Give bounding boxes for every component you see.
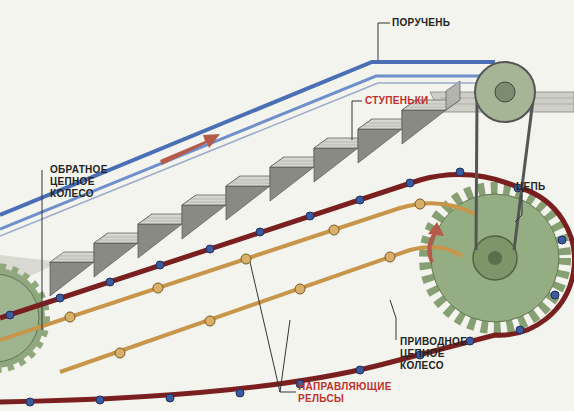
direction-arrow xyxy=(160,134,220,165)
leader-line xyxy=(378,23,390,60)
part-label: ПОРУЧЕНЬ xyxy=(392,17,482,29)
drive-belt xyxy=(514,100,533,250)
step-roller xyxy=(241,254,251,264)
step-roller xyxy=(329,225,339,235)
chain-roller xyxy=(166,394,174,402)
chain-roller xyxy=(466,337,474,345)
leader-line xyxy=(352,101,362,140)
step-roller xyxy=(385,252,395,262)
rotation-arrow-head xyxy=(428,222,444,236)
leader-lines xyxy=(42,23,522,392)
pulley-hub xyxy=(495,82,515,102)
step-roller xyxy=(115,348,125,358)
handrail xyxy=(0,62,495,215)
step-roller xyxy=(153,283,163,293)
chain-roller xyxy=(26,398,34,406)
rotation-arrow xyxy=(429,232,436,262)
rail-rollers xyxy=(65,199,425,358)
chain-roller xyxy=(6,311,14,319)
leader-line xyxy=(280,320,290,392)
step xyxy=(402,81,460,144)
sprocket-hub xyxy=(473,236,517,280)
part-label: ОБРАТНОЕ ЦЕПНОЕ КОЛЕСО xyxy=(50,164,112,200)
chain-roller xyxy=(206,245,214,253)
chain-roller xyxy=(306,212,314,220)
leader-line xyxy=(515,195,522,222)
chain xyxy=(0,175,574,402)
leader-line xyxy=(250,262,296,392)
chain-roller xyxy=(106,278,114,286)
chain-rollers xyxy=(6,168,566,406)
step-roller xyxy=(295,284,305,294)
chain-roller xyxy=(516,326,524,334)
drive-pulley xyxy=(475,62,535,122)
chain-roller xyxy=(356,366,364,374)
return-sprocket xyxy=(0,268,45,368)
step-roller xyxy=(415,199,425,209)
drive-sprocket-teeth xyxy=(425,188,565,328)
drive-belt xyxy=(476,100,477,250)
chain-roller xyxy=(356,196,364,204)
step-roller xyxy=(65,312,75,322)
chain-roller xyxy=(236,389,244,397)
leader-line xyxy=(390,300,396,340)
chain-roller xyxy=(56,294,64,302)
chain-roller xyxy=(406,179,414,187)
balustrade xyxy=(0,83,478,236)
leader-line xyxy=(42,170,43,330)
part-label: ЦЕПЬ xyxy=(516,181,566,193)
guide-rail xyxy=(0,203,475,340)
part-label: ПРИВОДНОЕ ЦЕПНОЕ КОЛЕСО xyxy=(400,336,470,372)
chain-roller xyxy=(156,261,164,269)
sprocket-axle xyxy=(488,251,502,265)
chain-roller xyxy=(96,396,104,404)
chain-roller xyxy=(456,168,464,176)
chain-roller xyxy=(558,236,566,244)
drive-sprocket xyxy=(431,194,559,322)
part-label: НАПРАВЛЯЮЩИЕ РЕЛЬСЫ xyxy=(298,381,398,405)
step-roller xyxy=(205,316,215,326)
chain-roller xyxy=(256,228,264,236)
chain-roller xyxy=(551,291,559,299)
part-label: СТУПЕНЬКИ xyxy=(365,95,455,107)
